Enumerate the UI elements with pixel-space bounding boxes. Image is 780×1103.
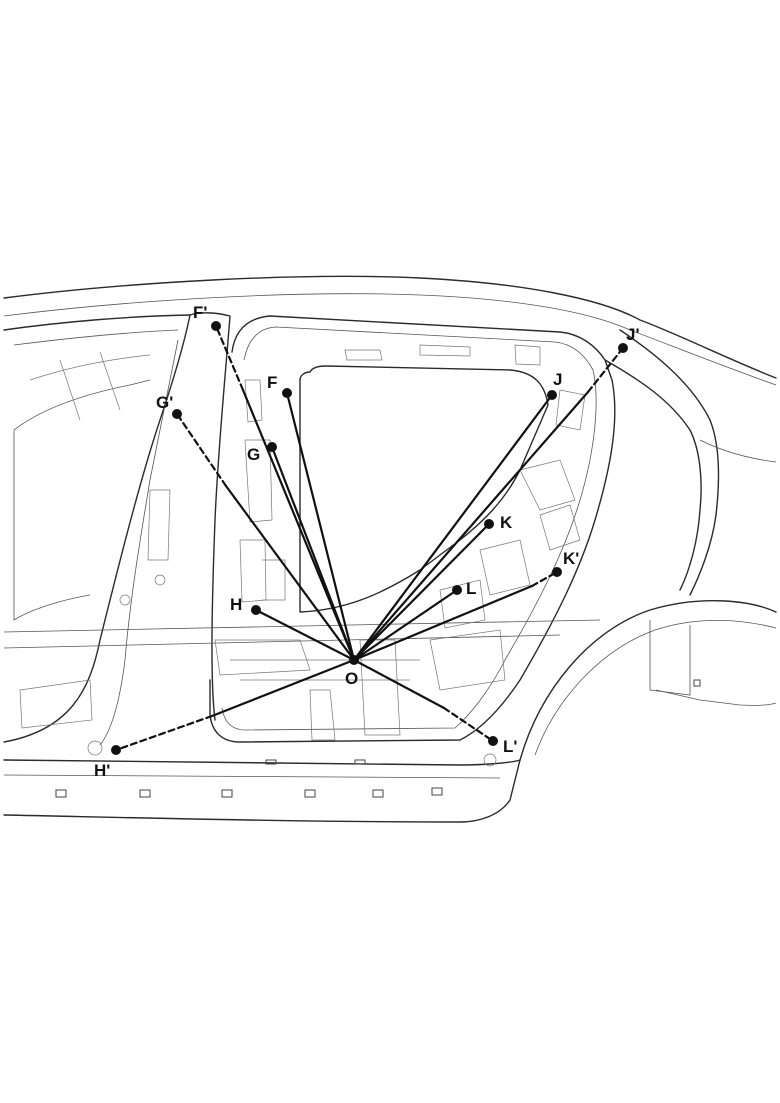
label-J-prime: J' (626, 325, 640, 344)
measurement-line-12 (352, 390, 590, 662)
measurement-line-16 (352, 658, 446, 710)
label-J: J (553, 370, 562, 389)
measurement-line-7 (214, 324, 245, 392)
sill-holes (55, 679, 701, 798)
measurement-line-5 (352, 588, 459, 662)
label-K-prime: K' (563, 549, 579, 568)
label-K: K (500, 513, 513, 532)
measurement-line-17 (442, 706, 495, 743)
measurement-line-9 (175, 412, 228, 488)
point-j (547, 390, 557, 400)
point-g (267, 442, 277, 452)
measurement-line-0 (285, 391, 356, 662)
point-h-prime (111, 745, 121, 755)
label-L: L (466, 579, 476, 598)
point-g-prime (172, 409, 182, 419)
point-j-prime (618, 343, 628, 353)
point-f-prime (211, 321, 221, 331)
label-O: O (345, 669, 358, 688)
label-L-prime: L' (503, 737, 517, 756)
measurement-line-14 (352, 584, 534, 662)
point-labels: O F G H J K L F' G' H' J' K' L' (94, 303, 640, 780)
measurement-lines (114, 324, 625, 752)
point-l (452, 585, 462, 595)
measurement-line-6 (241, 388, 356, 662)
point-k-prime (552, 567, 562, 577)
measurement-line-4 (352, 522, 491, 662)
measurement-line-2 (254, 608, 356, 662)
label-G-prime: G' (156, 393, 173, 412)
label-G: G (247, 445, 260, 464)
measurement-line-13 (586, 346, 625, 394)
label-F-prime: F' (193, 303, 207, 322)
label-F: F (267, 373, 277, 392)
point-o (349, 655, 359, 665)
point-f (282, 388, 292, 398)
point-k (484, 519, 494, 529)
point-h (251, 605, 261, 615)
measurement-line-8 (224, 484, 356, 662)
measurement-points (111, 321, 628, 755)
measurement-line-11 (114, 714, 214, 752)
label-H: H (230, 595, 242, 614)
body-side-panel (3, 275, 777, 823)
label-H-prime: H' (94, 761, 110, 780)
point-l-prime (488, 736, 498, 746)
measurement-line-3 (352, 393, 554, 662)
inner-structure-details (19, 344, 586, 767)
measurement-line-10 (210, 658, 356, 718)
